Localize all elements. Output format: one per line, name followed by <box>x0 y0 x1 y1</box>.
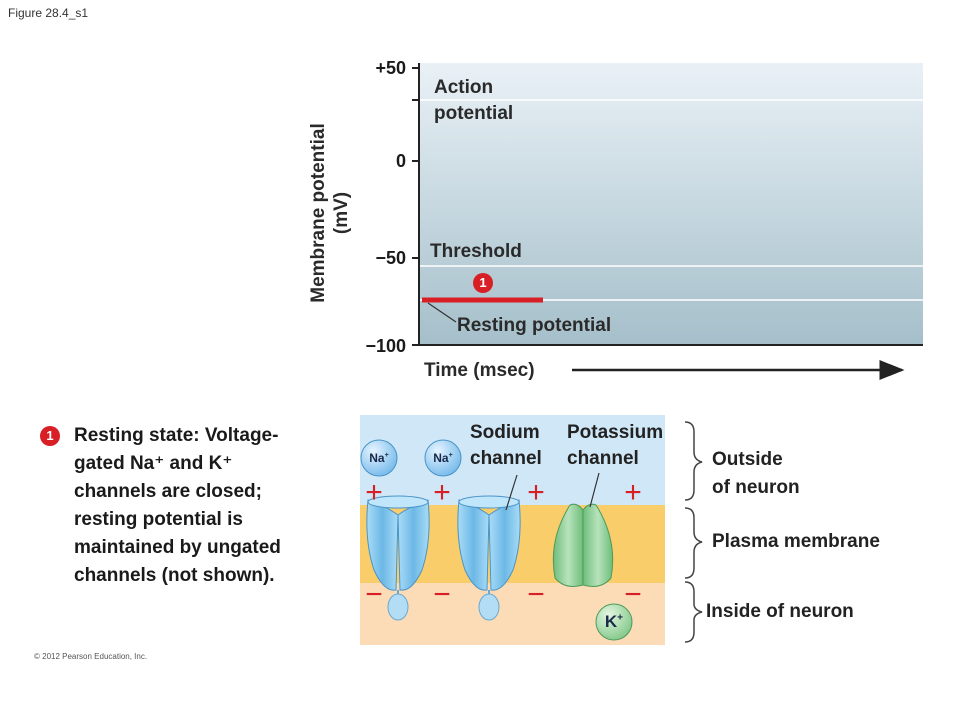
inside-neuron-label: Inside of neuron <box>706 601 854 622</box>
k-ion-text: K <box>604 612 618 631</box>
outside-line2: of neuron <box>712 477 800 498</box>
description-line: channels (not shown). <box>74 565 275 586</box>
sodium-channel-line2: channel <box>470 448 542 469</box>
outside-line1: Outside <box>712 449 783 470</box>
membrane-brace <box>684 507 703 579</box>
y-tick-label: +50 <box>375 58 406 78</box>
potassium-channel-label: Potassium channel <box>567 420 663 472</box>
sodium-channel-line1: Sodium <box>470 422 540 443</box>
graph-step-badge: 1 <box>473 273 493 293</box>
copyright: © 2012 Pearson Education, Inc. <box>34 652 148 661</box>
plus-sign: + <box>624 476 642 509</box>
inside-brace <box>684 581 703 643</box>
potassium-pointer-line <box>589 472 600 508</box>
resting-potential-label: Resting potential <box>457 315 612 336</box>
minus-sign: − <box>624 578 642 611</box>
potassium-channel-line1: Potassium <box>567 422 664 443</box>
na-ion-1-text: Na <box>369 451 385 465</box>
description-line: maintained by ungated <box>74 537 281 558</box>
action-potential-label: Action potential <box>434 75 513 127</box>
sodium-channel-label: Sodium channel <box>470 420 542 472</box>
outside-brace <box>684 421 703 501</box>
action-potential-line2: potential <box>434 103 514 124</box>
y-tick-label: −100 <box>365 336 406 356</box>
minus-sign: − <box>527 578 545 611</box>
na-ion-1-label: Na+ <box>361 451 397 465</box>
plus-sign: + <box>433 476 451 509</box>
description-line: channels are closed; <box>74 481 262 502</box>
sodium-channel-1 <box>366 495 430 621</box>
y-tick-label: 0 <box>395 151 406 171</box>
ion-charge: + <box>617 612 624 624</box>
plus-sign: + <box>527 476 545 509</box>
na-ion-2-text: Na <box>433 451 449 465</box>
outside-neuron-label: Outside of neuron <box>712 446 800 502</box>
sodium-channel-2 <box>457 495 521 621</box>
ion-charge: + <box>448 450 453 459</box>
na-ion-1 <box>360 439 398 477</box>
resting-pointer-line <box>427 302 457 323</box>
k-ion <box>595 603 633 641</box>
x-axis-label: Time (msec) <box>424 360 535 381</box>
figure-label: Figure 28.4_s1 <box>8 6 89 20</box>
y-tick-label: −50 <box>375 248 406 268</box>
action-potential-line1: Action <box>434 77 494 98</box>
potassium-channel <box>552 503 614 587</box>
description-step-badge: 1 <box>40 426 60 446</box>
minus-sign: − <box>365 578 383 611</box>
na-ion-2-label: Na+ <box>425 451 461 465</box>
na-ion-2 <box>424 439 462 477</box>
membrane-potential-graph <box>412 63 923 380</box>
plus-sign: + <box>365 476 383 509</box>
description-line: resting potential is <box>74 509 243 530</box>
ion-charge: + <box>384 450 389 459</box>
description-line: gated Na⁺ and K⁺ <box>74 453 233 474</box>
description-text: Resting state: Voltage- gated Na⁺ and K⁺… <box>74 422 354 590</box>
plasma-membrane-label: Plasma membrane <box>712 531 880 552</box>
threshold-label: Threshold <box>430 241 522 262</box>
minus-sign: − <box>433 578 451 611</box>
k-ion-label: K+ <box>596 612 632 632</box>
description-line: Resting state: Voltage- <box>74 425 279 446</box>
sodium-pointer-line <box>505 474 518 511</box>
potassium-channel-line2: channel <box>567 448 639 469</box>
